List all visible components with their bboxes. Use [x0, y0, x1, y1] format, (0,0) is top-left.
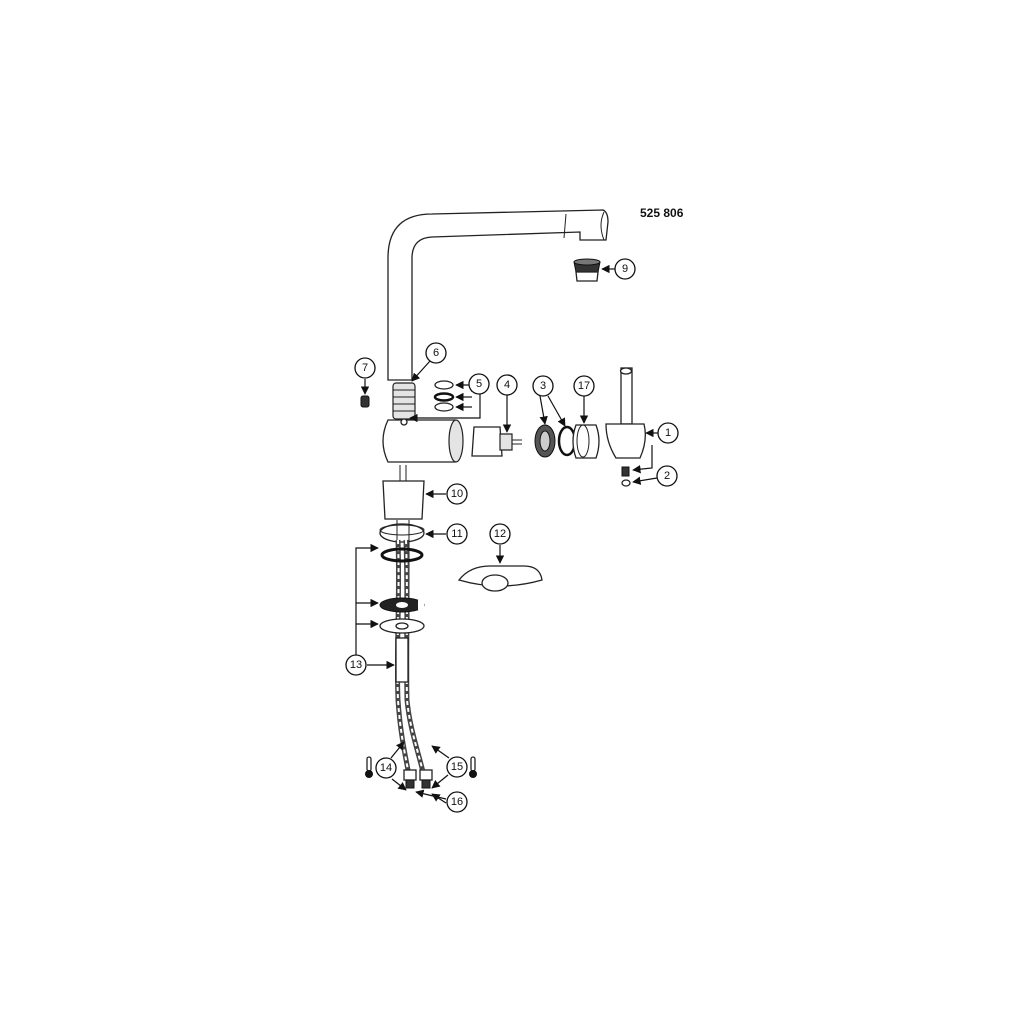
callout-4: 4 [496, 374, 518, 396]
supply-hoses [394, 520, 428, 781]
svg-text:6: 6 [433, 347, 439, 359]
callout-14: 14 [375, 757, 397, 779]
svg-text:5: 5 [476, 378, 482, 390]
mounting-set [379, 547, 425, 683]
callout-15: 15 [446, 756, 468, 778]
svg-text:12: 12 [494, 528, 506, 540]
callout-13: 13 [345, 654, 367, 676]
callout-16: 16 [446, 791, 468, 813]
callout-7: 7 [354, 357, 376, 379]
svg-text:3: 3 [540, 380, 546, 392]
cartridge [471, 426, 522, 457]
svg-text:7: 7 [362, 362, 368, 374]
svg-text:15: 15 [451, 761, 463, 773]
spout-adapter [392, 382, 416, 420]
svg-text:14: 14 [380, 762, 392, 774]
svg-text:13: 13 [350, 659, 362, 671]
svg-text:17: 17 [578, 380, 590, 392]
svg-text:16: 16 [451, 796, 463, 808]
base-washer [379, 523, 425, 543]
bonnet-nut [534, 424, 577, 458]
hose-fittings [403, 769, 433, 789]
svg-text:10: 10 [451, 488, 463, 500]
callout-2: 2 [656, 465, 678, 487]
callout-9: 9 [614, 258, 636, 280]
o-ring-set [433, 380, 455, 412]
callout-17: 17 [573, 375, 595, 397]
callout-1: 1 [657, 422, 679, 444]
callout-10: 10 [446, 483, 468, 505]
cover-sleeve [572, 424, 600, 459]
grub-screw [360, 395, 370, 408]
aerator [573, 258, 601, 282]
callout-12: 12 [489, 523, 511, 545]
base-sleeve [382, 465, 425, 520]
callout-5: 5 [468, 373, 490, 395]
svg-text:2: 2 [664, 470, 670, 482]
spout [387, 209, 609, 381]
handle-screw [621, 466, 631, 487]
svg-text:1: 1 [665, 427, 671, 439]
part-number: 525 806 [640, 206, 684, 220]
callout-11: 11 [446, 523, 468, 545]
callout-3: 3 [532, 375, 554, 397]
svg-text:11: 11 [451, 528, 462, 540]
callout-6: 6 [425, 342, 447, 364]
svg-text:9: 9 [622, 263, 628, 275]
splash-plate [457, 565, 543, 592]
mixer-body [382, 418, 464, 463]
lever-handle [605, 367, 646, 459]
thermometer-left-icon [365, 756, 373, 778]
thermometer-right-icon [469, 756, 477, 778]
svg-text:4: 4 [504, 379, 510, 391]
